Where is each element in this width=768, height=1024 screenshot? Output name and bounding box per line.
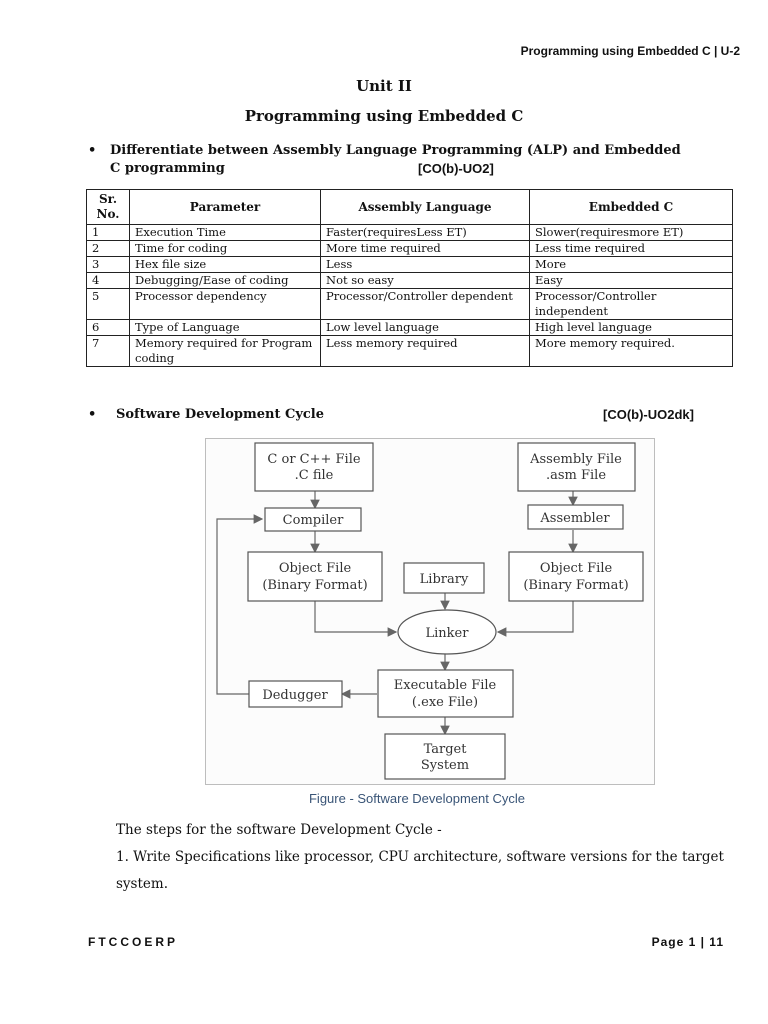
- cell-parameter: Hex file size: [129, 256, 321, 273]
- page-title: Programming using Embedded C: [244, 107, 524, 125]
- cell-embedded: Slower(requiresmore ET): [529, 224, 733, 241]
- cell-assembly: More time required: [320, 240, 530, 257]
- cell-parameter: Type of Language: [129, 319, 321, 336]
- intro-paragraph: The steps for the software Development C…: [116, 822, 442, 838]
- header-embedded-c: Embedded C: [529, 189, 733, 225]
- bullet-icon: •: [88, 143, 97, 158]
- cell-assembly: Processor/Controller dependent: [320, 288, 530, 320]
- node-object-file-right: [508, 551, 644, 602]
- header-parameter: Parameter: [129, 189, 321, 225]
- cell-embedded: Less time required: [529, 240, 733, 257]
- section-heading-line2: C programming: [110, 161, 225, 176]
- footer-college: FTCCOERP: [88, 935, 178, 949]
- table-row: 3 Hex file size Less More: [86, 256, 733, 273]
- section-heading-line1: Differentiate between Assembly Language …: [110, 143, 681, 158]
- node-executable-line2: (.exe File): [412, 695, 478, 710]
- header-sr-no: Sr. No.: [86, 189, 130, 225]
- figure-caption: Figure - Software Development Cycle: [308, 791, 526, 806]
- node-assembler: [527, 504, 624, 530]
- footer-page-number: Page 1 | 11: [651, 935, 724, 949]
- node-assembly-file-line2: .asm File: [546, 468, 606, 483]
- node-target-line1: Target: [424, 742, 468, 757]
- cell-embedded: More: [529, 256, 733, 273]
- bullet-icon: •: [88, 407, 97, 422]
- node-compiler-label: Compiler: [283, 513, 344, 528]
- node-library-label: Library: [420, 572, 469, 587]
- running-head: Programming using Embedded C | U-2: [520, 44, 740, 58]
- cell-parameter: Execution Time: [129, 224, 321, 241]
- cell-embedded: More memory required.: [529, 335, 733, 367]
- cell-assembly: Not so easy: [320, 272, 530, 289]
- header-assembly: Assembly Language: [320, 189, 530, 225]
- node-c-file-line2: .C file: [295, 468, 334, 483]
- node-c-file-line1: C or C++ File: [267, 452, 360, 467]
- table-row: 4 Debugging/Ease of coding Not so easy E…: [86, 272, 733, 289]
- node-debugger-label: Dedugger: [262, 688, 328, 703]
- node-target-line2: System: [421, 758, 469, 773]
- cell-sr: 5: [86, 288, 130, 320]
- cell-sr: 4: [86, 272, 130, 289]
- node-assembly-file: [517, 442, 636, 492]
- cell-parameter: Processor dependency: [129, 288, 321, 320]
- cell-parameter: Time for coding: [129, 240, 321, 257]
- node-object-right-line1: Object File: [540, 561, 613, 576]
- course-outcome-label: [CO(b)-UO2dk]: [603, 407, 694, 422]
- arrow-debugger-compiler: [216, 514, 264, 695]
- cell-assembly: Less memory required: [320, 335, 530, 367]
- node-object-left-line2: (Binary Format): [262, 578, 367, 593]
- node-linker-label: Linker: [426, 626, 470, 641]
- header-sr-no-text: Sr. No.: [96, 192, 120, 221]
- table-row: 5 Processor dependency Processor/Control…: [86, 288, 733, 320]
- table-row: 1 Execution Time Faster(requiresLess ET)…: [86, 224, 733, 241]
- cell-sr: 3: [86, 256, 130, 273]
- course-outcome-label: [CO(b)-UO2]: [418, 161, 494, 176]
- cell-sr: 2: [86, 240, 130, 257]
- software-development-cycle-figure: C or C++ File .C file Assembly File .asm…: [205, 438, 655, 785]
- node-object-file-left: [247, 551, 383, 602]
- cell-sr: 7: [86, 335, 130, 367]
- node-debugger: [248, 680, 343, 708]
- cell-sr: 6: [86, 319, 130, 336]
- node-assembler-label: Assembler: [539, 511, 610, 526]
- node-object-left-line1: Object File: [279, 561, 352, 576]
- node-assembly-file-line1: Assembly File: [529, 452, 622, 467]
- arrow-object-linker: [314, 601, 398, 637]
- node-executable-file: [377, 669, 514, 718]
- cell-embedded: Easy: [529, 272, 733, 289]
- node-c-file: [254, 442, 374, 492]
- cell-assembly: Low level language: [320, 319, 530, 336]
- flow-diagram: C or C++ File .C file Assembly File .asm…: [216, 442, 644, 780]
- arrow-object-right-linker: [496, 601, 574, 637]
- step-paragraph: 1. Write Specifications like processor, …: [116, 849, 724, 892]
- table-row: 6 Type of Language Low level language Hi…: [86, 319, 733, 336]
- cell-assembly: Faster(requiresLess ET): [320, 224, 530, 241]
- comparison-table: Sr. No. Parameter Assembly Language Embe…: [86, 189, 733, 367]
- cell-embedded: High level language: [529, 319, 733, 336]
- cell-embedded: Processor/Controller independent: [529, 288, 733, 320]
- table-header-row: Sr. No. Parameter Assembly Language Embe…: [86, 189, 733, 225]
- cell-parameter: Memory required for Program coding: [129, 335, 321, 367]
- node-compiler: [264, 507, 362, 532]
- table-row: 7 Memory required for Program coding Les…: [86, 335, 733, 367]
- node-object-right-line2: (Binary Format): [523, 578, 628, 593]
- table-row: 2 Time for coding More time required Les…: [86, 240, 733, 257]
- cell-parameter: Debugging/Ease of coding: [129, 272, 321, 289]
- unit-title: Unit II: [356, 77, 412, 95]
- node-linker: [397, 609, 497, 655]
- node-executable-line1: Executable File: [394, 678, 497, 693]
- cell-assembly: Less: [320, 256, 530, 273]
- cell-sr: 1: [86, 224, 130, 241]
- section-heading: Software Development Cycle: [116, 407, 325, 422]
- node-target-system: [384, 733, 506, 780]
- node-library: [403, 562, 485, 594]
